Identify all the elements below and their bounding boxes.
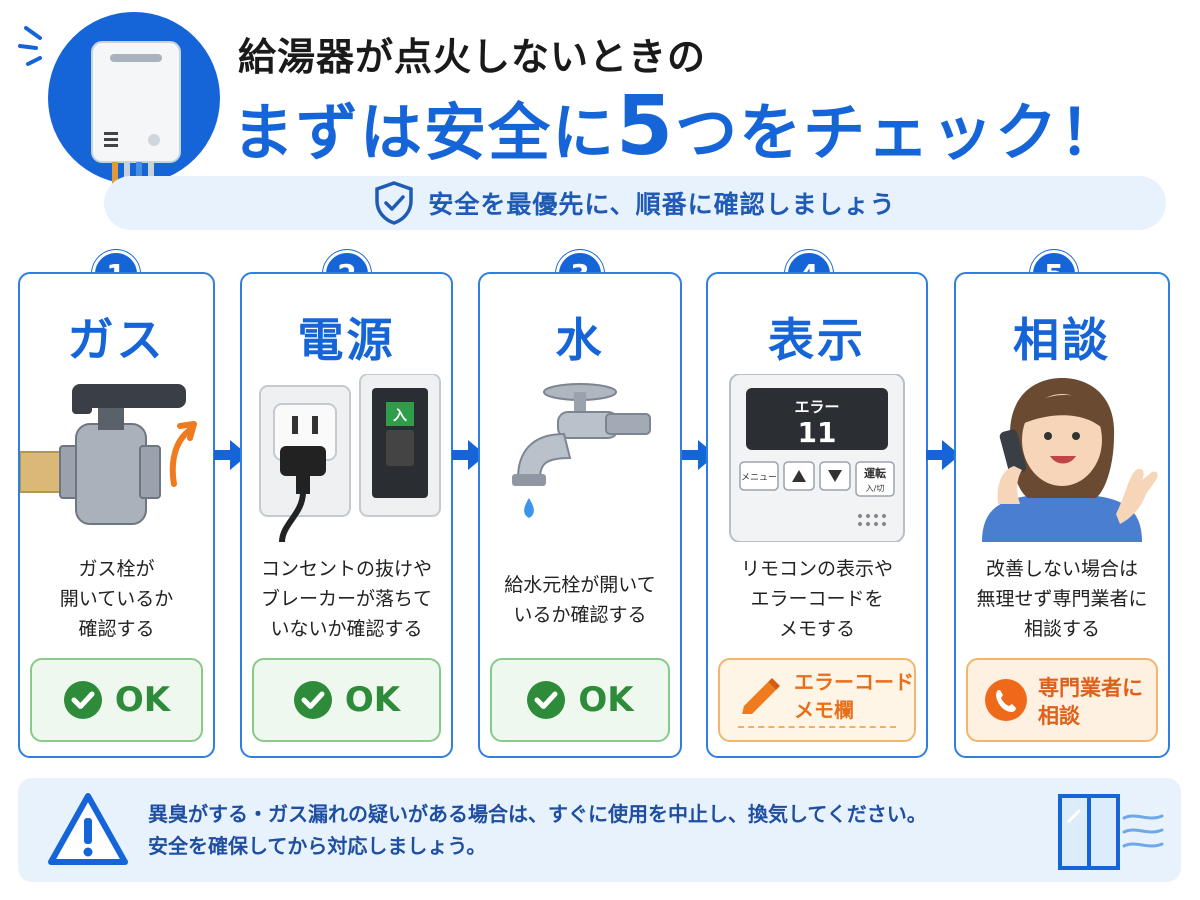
water-heater-icon xyxy=(91,41,181,190)
warning-text: 異臭がする・ガス漏れの疑いがある場合は、すぐに使用を中止し、換気してください。 … xyxy=(148,802,927,858)
title-line2-part2: つをチェック！ xyxy=(675,96,1124,169)
step-card-water: 水 給水元栓が開いて いるか確認する OK xyxy=(478,272,682,758)
warning-panel: 異臭がする・ガス漏れの疑いがある場合は、すぐに使用を中止し、換気してください。 … xyxy=(18,778,1181,882)
check-circle-icon xyxy=(63,681,102,719)
step-title: 相談 xyxy=(1013,313,1111,367)
step-description: コンセントの抜けや ブレーカーが落ちて いないか確認する xyxy=(260,558,432,640)
remote-run-button: 運転 xyxy=(864,466,886,480)
ok-status: OK xyxy=(252,658,441,742)
step-title: 表示 xyxy=(768,313,866,367)
title-line2: まずは安全に5つをチェック！ xyxy=(232,82,1123,172)
remote-menu-button: メニュー xyxy=(741,473,777,483)
remote-control-icon: エラー 11 メニュー 運転 入/切 xyxy=(729,374,905,542)
memo-line xyxy=(738,726,896,728)
arrow-right-icon xyxy=(926,440,960,470)
contact-label: 専門業者に 相談 xyxy=(1038,676,1143,728)
arrow-up-icon xyxy=(792,470,806,482)
water-faucet-icon xyxy=(512,383,651,518)
gas-valve-icon xyxy=(20,384,197,525)
step-card-power: 電源 入 コンセントの抜けや ブレーカーが落ちて いないか確認する OK xyxy=(240,272,453,758)
step-title: 水 xyxy=(555,313,605,367)
subtitle-bar: 安全を最優先に、順番に確認しましょう xyxy=(104,176,1166,230)
contact-specialist-button[interactable]: 専門業者に 相談 xyxy=(966,658,1158,742)
remote-error-code: 11 xyxy=(798,416,837,449)
shield-check-icon xyxy=(375,181,414,225)
step-card-gas: ガス ガス栓が 開いているか 確認する OK xyxy=(18,272,215,758)
ok-status: OK xyxy=(30,658,203,742)
breaker-label: 入 xyxy=(393,408,407,424)
step-card-consult: 相談 改善しない場合は 無理せず専門業者に 相談する 専門業者に 相談 xyxy=(954,272,1170,758)
power-outlet-icon: 入 xyxy=(259,374,441,542)
burst-lines-icon xyxy=(18,26,42,66)
title-number: 5 xyxy=(616,79,676,174)
ok-status: OK xyxy=(490,658,670,742)
phone-icon xyxy=(985,679,1027,721)
remote-run-sub: 入/切 xyxy=(866,484,885,493)
step-title: 電源 xyxy=(297,313,396,367)
arrow-down-icon xyxy=(828,470,842,482)
step-card-display: 表示 エラー 11 メニュー 運転 入/切 リモコンの表示や エラーコードを メ… xyxy=(706,272,928,758)
person-phone-icon xyxy=(982,378,1158,542)
title-line1: 給湯器が点火しないときの xyxy=(238,35,707,79)
check-circle-icon xyxy=(293,681,332,719)
arrow-right-icon xyxy=(452,440,486,470)
step-description: 給水元栓が開いて いるか確認する xyxy=(504,574,656,626)
remote-screen-label: エラー xyxy=(794,398,839,416)
check-circle-icon xyxy=(527,681,566,719)
arrow-right-icon xyxy=(214,440,248,470)
pencil-icon xyxy=(742,678,780,714)
memo-label: エラーコード メモ欄 xyxy=(794,670,914,722)
open-window-icon xyxy=(1058,794,1164,870)
step-title: ガス xyxy=(67,313,166,367)
step-description: ガス栓が 開いているか 確認する xyxy=(59,558,174,640)
step-description: 改善しない場合は 無理せず専門業者に 相談する xyxy=(976,558,1148,640)
error-code-memo-field[interactable]: エラーコード メモ欄 xyxy=(718,658,916,742)
step-description: リモコンの表示や エラーコードを メモする xyxy=(740,558,893,640)
title-line2-part1: まずは安全に xyxy=(232,96,617,169)
subtitle: 安全を最優先に、順番に確認しましょう xyxy=(428,190,896,219)
warning-icon xyxy=(48,793,128,865)
